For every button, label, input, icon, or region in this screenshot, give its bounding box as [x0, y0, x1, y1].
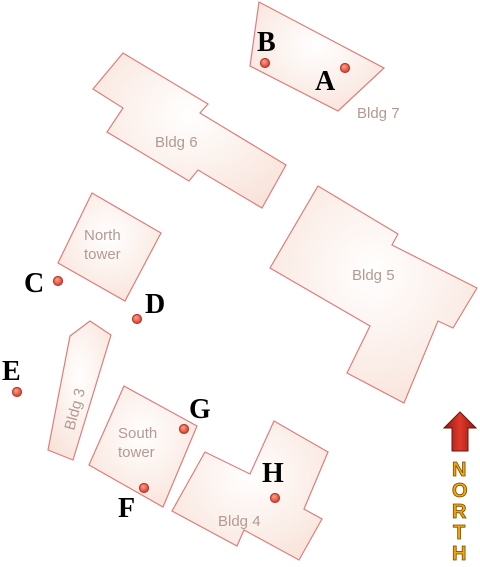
- north-letter: H: [452, 543, 466, 565]
- marker-F[interactable]: F: [118, 482, 150, 525]
- building-label: North: [84, 227, 121, 244]
- building-bldg6[interactable]: Bldg 6: [92, 52, 287, 209]
- building-label: South: [118, 425, 157, 442]
- building-bldg4[interactable]: Bldg 4: [171, 420, 329, 561]
- marker-letter: D: [145, 289, 165, 320]
- north-letter: O: [452, 480, 468, 502]
- marker-D[interactable]: D: [131, 289, 166, 325]
- marker-dot[interactable]: [178, 423, 190, 435]
- building-label: tower: [118, 444, 155, 461]
- marker-letter: C: [24, 268, 44, 299]
- marker-dot[interactable]: [269, 492, 281, 504]
- marker-dot[interactable]: [52, 275, 64, 287]
- north-letter: N: [452, 459, 466, 481]
- north-compass: N O R T H: [442, 411, 478, 565]
- north-letter: R: [452, 501, 467, 523]
- north-arrow-icon: [442, 411, 478, 452]
- marker-letter: E: [2, 356, 21, 387]
- building-bldg7[interactable]: Bldg 7: [249, 1, 400, 122]
- marker-H[interactable]: H: [262, 458, 284, 504]
- marker-dot[interactable]: [11, 386, 23, 398]
- marker-dot[interactable]: [131, 313, 143, 325]
- marker-B[interactable]: B: [257, 27, 276, 69]
- marker-dot[interactable]: [259, 57, 271, 69]
- marker-A[interactable]: A: [315, 62, 351, 98]
- building-label: Bldg 4: [218, 513, 261, 530]
- marker-E[interactable]: E: [2, 356, 23, 398]
- building-label: Bldg 6: [155, 134, 198, 151]
- marker-G[interactable]: G: [178, 394, 212, 435]
- marker-letter: B: [257, 27, 276, 58]
- marker-dot[interactable]: [138, 482, 150, 494]
- building-label: tower: [84, 246, 121, 263]
- marker-dot[interactable]: [339, 62, 351, 74]
- marker-letter: H: [262, 458, 284, 489]
- building-south-tower[interactable]: South tower: [88, 385, 198, 508]
- building-label: Bldg 5: [352, 267, 395, 284]
- building-north-tower[interactable]: North tower: [57, 192, 162, 302]
- building-label: Bldg 7: [357, 105, 400, 122]
- north-letter: T: [453, 522, 465, 544]
- marker-letter: G: [189, 394, 211, 425]
- building-bldg3[interactable]: Bldg 3: [47, 320, 112, 461]
- marker-letter: F: [118, 493, 135, 524]
- marker-letter: A: [315, 66, 336, 97]
- marker-C[interactable]: C: [24, 268, 64, 299]
- building-bldg5[interactable]: Bldg 5: [269, 185, 478, 404]
